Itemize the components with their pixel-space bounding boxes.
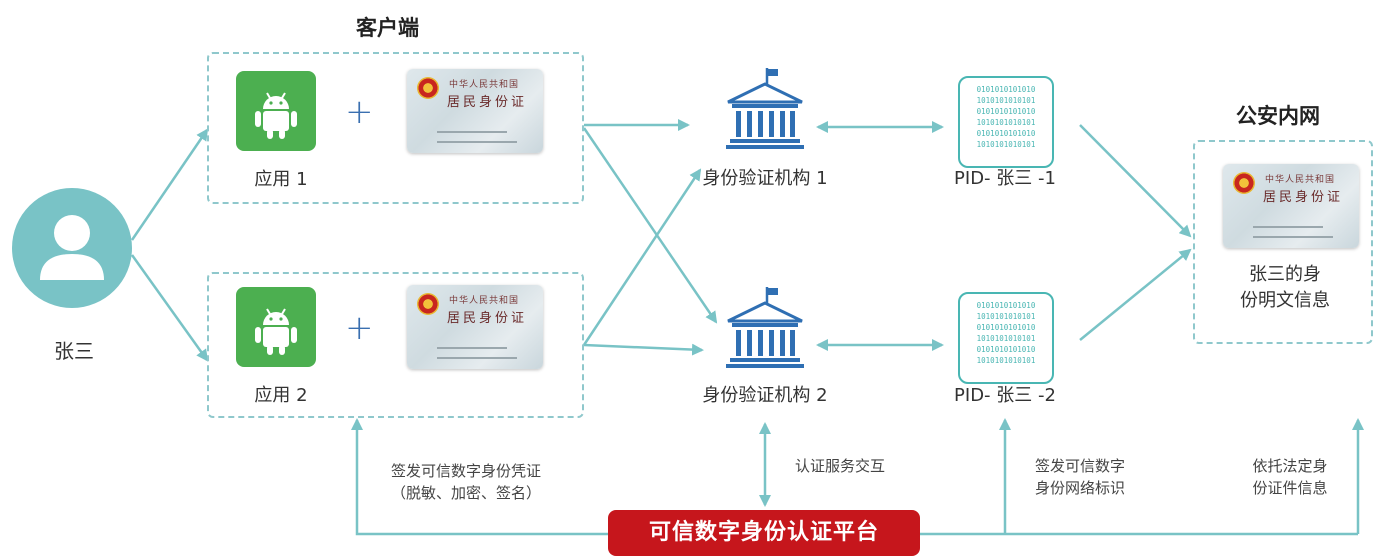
arrow-user-app1	[130, 128, 209, 241]
emblem-icon	[417, 77, 439, 99]
plus-icon-app1: +	[345, 92, 374, 132]
idcard-line2: 居民身份证	[447, 95, 528, 110]
arrow-user-app2	[130, 254, 209, 362]
arrow-platform-app2	[351, 418, 608, 536]
government-building-icon-2	[726, 287, 804, 368]
annotation-rely-on-id: 依托法定身 份证件信息	[1252, 457, 1328, 497]
police-info: 张三的身 份明文信息	[1240, 264, 1330, 311]
agency1-label: 身份验证机构 1	[702, 168, 828, 189]
user-icon	[40, 215, 104, 280]
arrow-app2-agency1	[582, 168, 702, 346]
idcard-app1: 中华人民共和国 居民身份证	[407, 69, 543, 153]
pid1-label: PID- 张三 -1	[954, 168, 1056, 189]
pid2-label: PID- 张三 -2	[954, 385, 1056, 406]
agency2-label: 身份验证机构 2	[702, 385, 828, 406]
idcard-line2: 居民身份证	[1263, 190, 1344, 205]
client-title: 客户端	[356, 16, 419, 40]
emblem-icon	[417, 293, 439, 315]
android-icon-app1	[236, 71, 316, 151]
arrow-app2-agency2	[583, 343, 704, 356]
plus-icon-app2: +	[345, 308, 374, 348]
app1-label: 应用 1	[254, 169, 308, 190]
idcard-police: 中华人民共和国 居民身份证	[1223, 164, 1359, 248]
idcard-line2: 居民身份证	[447, 311, 528, 326]
emblem-icon	[1233, 172, 1255, 194]
idcard-app2: 中华人民共和国 居民身份证	[407, 285, 543, 369]
user-name: 张三	[54, 339, 94, 363]
idcard-line1: 中华人民共和国	[1265, 175, 1336, 185]
client-app2-box	[207, 272, 584, 418]
annotation-auth-interaction: 认证服务交互	[794, 457, 885, 475]
idcard-line1: 中华人民共和国	[449, 296, 520, 306]
arrow-pid1-police	[1079, 124, 1192, 238]
app2-label: 应用 2	[254, 385, 308, 406]
user-avatar	[12, 188, 132, 308]
police-box	[1193, 140, 1373, 344]
police-title: 公安内网	[1236, 104, 1320, 128]
annotation-issue-network-id: 签发可信数字 身份网络标识	[1034, 457, 1125, 497]
annotation-issue-credential: 签发可信数字身份凭证 （脱敏、加密、签名）	[390, 462, 541, 502]
android-icon-app2	[236, 287, 316, 367]
arrow-pid2-police	[1079, 248, 1192, 341]
government-building-icon-1	[726, 68, 804, 149]
arrow-app1-agency2	[582, 127, 718, 324]
client-app1-box	[207, 52, 584, 204]
trusted-identity-platform: 可信数字身份认证平台	[608, 510, 920, 556]
idcard-line1: 中华人民共和国	[449, 80, 520, 90]
